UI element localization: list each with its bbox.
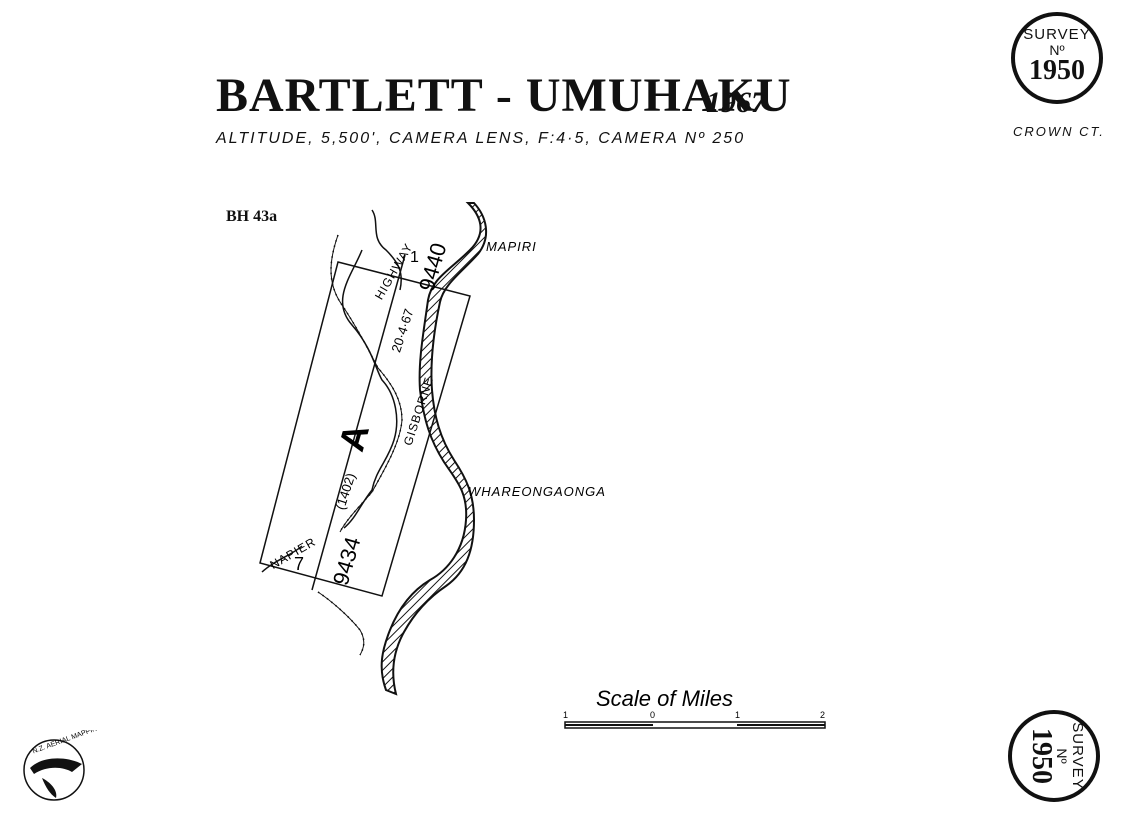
sheet-code: BH 43a: [226, 208, 278, 225]
run-end-mark: 7: [294, 554, 304, 574]
place-whareongaonga: WHAREONGAONGA: [468, 484, 606, 499]
road-number: (1402): [332, 471, 358, 511]
survey-seal-top: SURVEY Nº 1950: [1011, 12, 1103, 104]
flight-line: [311, 254, 406, 591]
scale-tick-label: 2: [820, 710, 825, 720]
crown-copyright: CROWN CT.: [1013, 124, 1105, 139]
scale-bar-fill: [737, 724, 825, 726]
stream: [371, 209, 402, 291]
flight-date: 20·4·67: [388, 307, 416, 354]
highway-road: [341, 249, 398, 529]
stream: [261, 545, 303, 573]
scale-tick-label: 1: [735, 710, 740, 720]
scale-bar-fill: [565, 724, 653, 726]
place-mapiri: MAPIRI: [486, 239, 537, 254]
map-year: 1967: [706, 86, 766, 119]
flight-details: ALTITUDE, 5,500', CAMERA LENS, F:4·5, CA…: [216, 130, 746, 147]
scale-tick-label: 1: [563, 710, 568, 720]
scale-label: Scale of Miles: [596, 686, 733, 711]
run-start-mark: 1: [410, 249, 419, 266]
road-from-label: NAPIER: [267, 535, 318, 572]
seal-no-text: Nº: [1049, 42, 1065, 58]
seal-survey-text: SURVEY: [1023, 26, 1091, 43]
seal-number-text: 1950: [1029, 55, 1085, 86]
run-end-number: 9434: [328, 534, 366, 588]
railway-line-core: [317, 234, 403, 656]
coastline: [380, 202, 488, 696]
nz-aerial-mapping-logo: N.Z. AERIAL MAPPING: [23, 730, 102, 801]
run-letter: A: [330, 419, 377, 455]
scale-tick-label: 0: [650, 710, 655, 720]
photo-coverage-frame: [259, 261, 471, 597]
map-title: BARTLETT - UMUHAKU: [216, 69, 792, 122]
